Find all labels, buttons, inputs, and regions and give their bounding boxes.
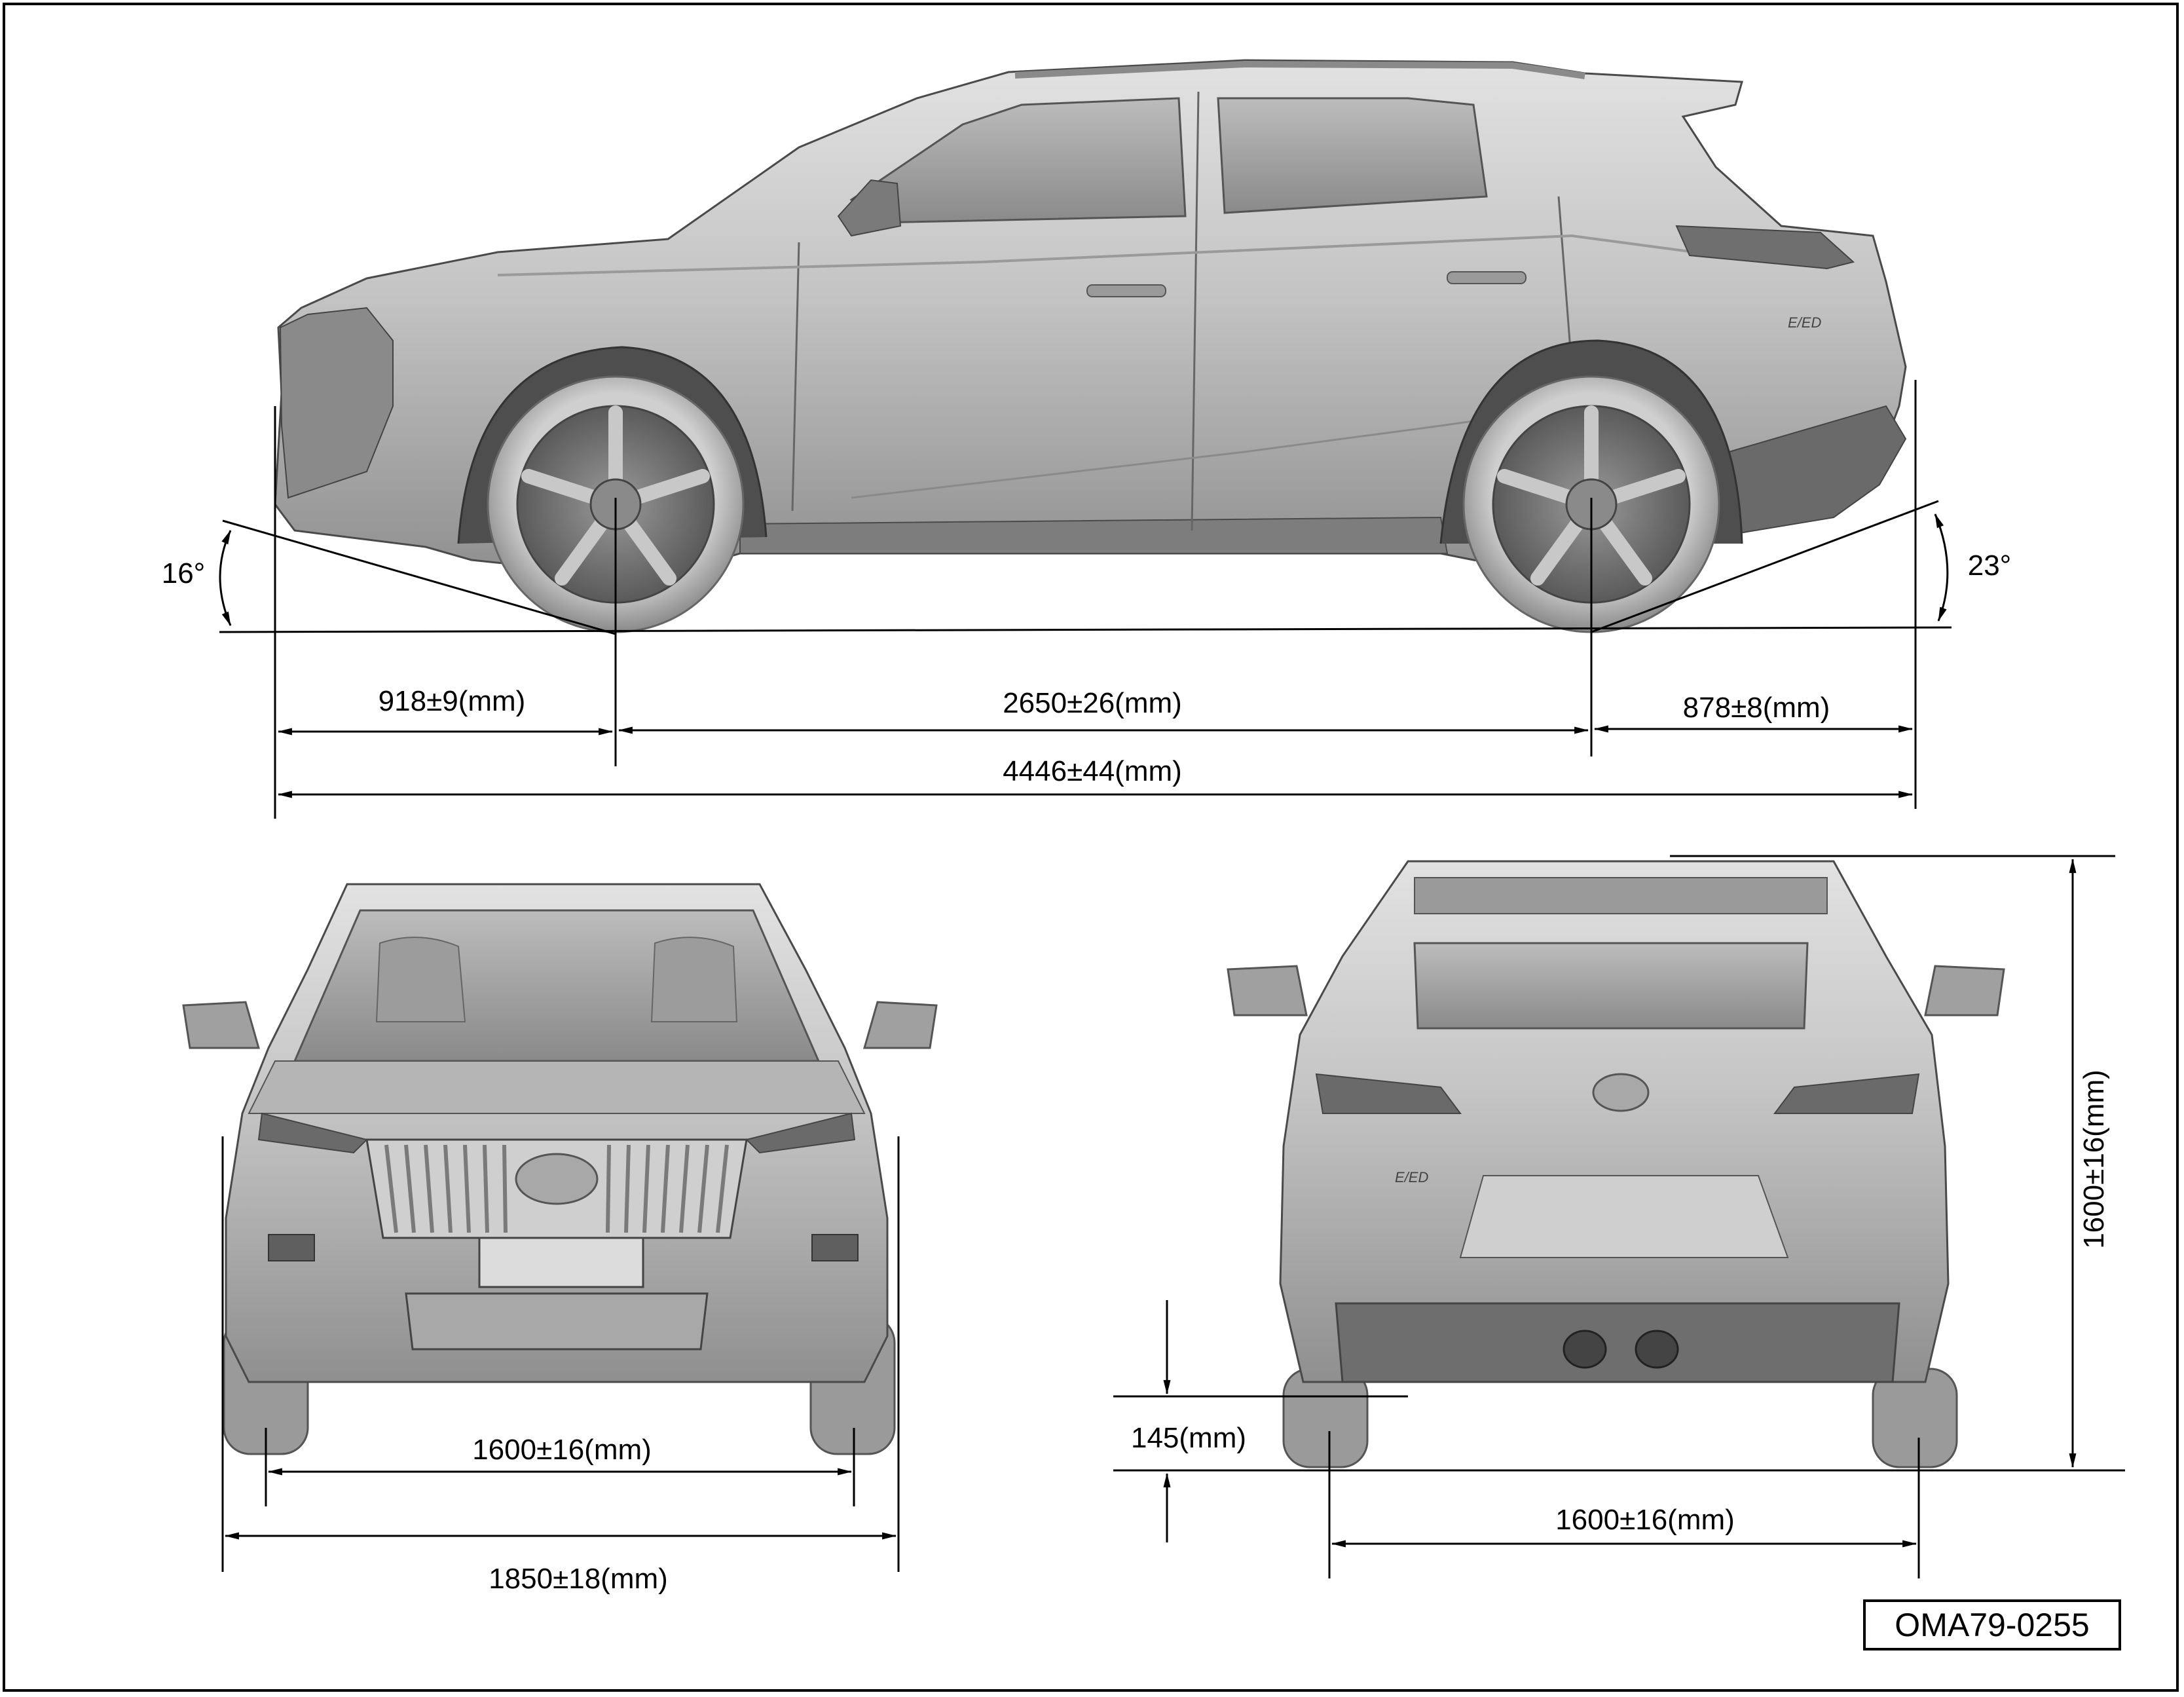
departure-angle-line [1591,500,1939,633]
side-door-line-front [791,242,800,512]
rear-mirror-left [1227,965,1308,1016]
rear-window [1413,942,1809,1030]
front-seat-left [375,937,466,1022]
departure-angle-label: 23° [1968,550,2012,582]
front-grille-slats [384,1144,729,1233]
side-rear-window [1217,97,1488,214]
rear-spoiler [1414,877,1828,914]
rear-logo [1592,1073,1650,1112]
rear-taillight-right [1773,1073,1920,1114]
rear-view-car: E/ED [1227,860,2005,1468]
rear-diffuser [1335,1302,1900,1383]
diagram-frame [3,3,2179,1692]
rear-exhaust-left [1563,1330,1607,1369]
overall-height-label: 1600±16(mm) [2078,1070,2110,1249]
figure-code: OMA79-0255 [1863,1599,2121,1650]
side-door-handle-front [1086,284,1166,297]
front-view-dimensions [221,1136,900,1572]
front-view-car [182,883,938,1455]
side-tail-light [1675,225,1855,270]
rear-track-label: 1600±16(mm) [1555,1504,1735,1536]
rear-taillight-left [1315,1073,1462,1114]
approach-angle-line [222,519,616,635]
front-headlight-left [257,1112,368,1154]
overall-width-label: 1850±18(mm) [489,1563,668,1595]
front-hood [248,1060,866,1114]
front-fog-left [268,1234,315,1261]
side-character-line [497,234,1769,276]
front-mirror-left [182,1001,260,1049]
front-overhang-label: 918±9(mm) [379,685,526,717]
overall-length-label: 4446±44(mm) [1003,755,1182,787]
rear-plate-area [1459,1175,1789,1258]
rear-overhang-label: 878±8(mm) [1683,692,1830,724]
front-view-labels: 1600±16(mm) 1850±18(mm) [472,1434,668,1595]
side-view-labels: 918±9(mm) 2650±26(mm) 878±8(mm) 4446±44(… [162,550,2012,787]
front-lower-grille [405,1292,709,1351]
side-ground-line [219,626,1952,633]
rear-view-dimensions [1113,855,2125,1578]
front-track-label: 1600±16(mm) [472,1434,652,1466]
rear-right-tire [1872,1368,1958,1468]
side-front-grille [279,307,394,499]
front-windshield [293,909,821,1062]
front-logo [515,1153,599,1205]
side-door-handle-rear [1447,271,1527,284]
side-view-car: E/ED [274,59,1907,633]
side-mirror [837,179,902,237]
front-mirror-right [863,1001,938,1049]
front-fog-right [811,1234,859,1261]
front-license-plate [478,1237,644,1288]
departure-angle-arc [1934,513,1949,622]
rear-view-labels: 1600±16(mm) 145(mm) 1600±16(mm) [1131,1070,2110,1536]
rear-exhaust-right [1635,1330,1679,1369]
ground-clearance-label: 145(mm) [1131,1422,1246,1454]
side-badge: E/ED [1788,314,1821,331]
approach-angle-label: 16° [162,557,206,589]
side-view-dimensions [219,380,1952,819]
wheelbase-label: 2650±26(mm) [1003,687,1182,719]
approach-angle-arc [219,529,232,627]
front-seat-right [650,937,738,1022]
rear-badge: E/ED [1395,1169,1428,1185]
side-sill [739,516,1449,554]
front-headlight-right [745,1112,856,1154]
side-roof-rail [1014,60,1585,79]
rear-mirror-right [1924,965,2005,1016]
rear-left-tire [1282,1368,1369,1468]
